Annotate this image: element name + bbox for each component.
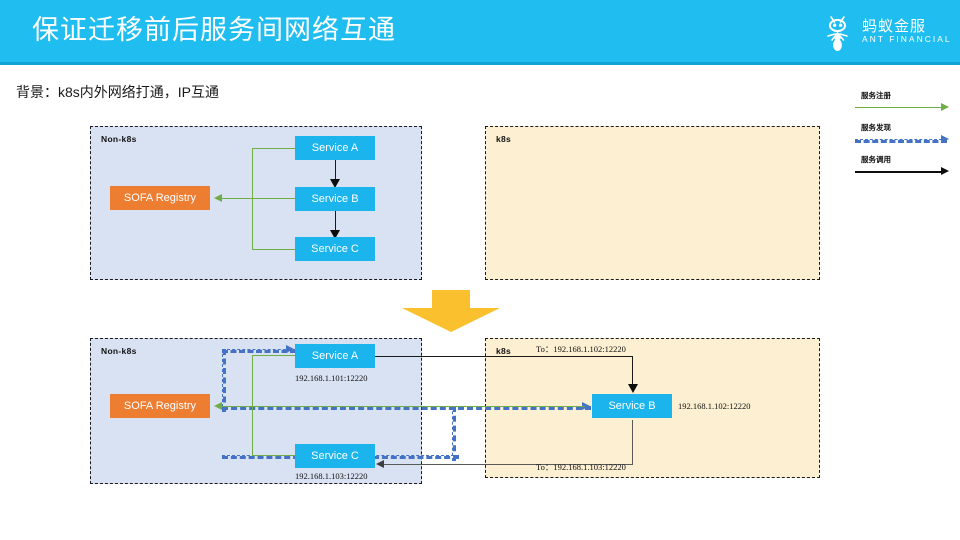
node-service-a-before[interactable]: Service A: [295, 136, 375, 160]
page-header: 保证迁移前后服务间网络互通 蚂蚁金服 ANT FINANCIAL: [0, 0, 960, 62]
register-arrowhead-to-registry-after: [214, 401, 222, 410]
legend-label-service-call: 服务调用: [861, 155, 891, 164]
logo-text-cn: 蚂蚁金服: [862, 18, 927, 35]
node-label: Service B: [311, 193, 359, 205]
subtitle-background-note: 背景：k8s内外网络打通，IP互通: [16, 84, 220, 100]
ant-icon: [827, 16, 848, 51]
discovery-line-to-service-a: [222, 349, 296, 353]
legend-arrowhead-black: [941, 166, 949, 175]
node-label: Service A: [311, 142, 359, 154]
panel-label-k8s-before: k8s: [496, 134, 512, 144]
discovery-arrowhead-service-a: [286, 344, 294, 353]
register-line-vertical-after: [252, 355, 253, 455]
address-service-c: 192.168.1.103:12220: [295, 471, 368, 481]
legend-item-service-discovery: 服务发现: [855, 122, 955, 150]
register-line-c-bottom: [252, 249, 296, 250]
node-service-c-before[interactable]: Service C: [295, 237, 375, 261]
node-service-b-after[interactable]: Service B: [592, 394, 672, 418]
header-underline: [0, 62, 960, 65]
legend-line-black: [855, 171, 941, 173]
node-service-c-after[interactable]: Service C: [295, 444, 375, 468]
legend-item-service-register: 服务注册: [855, 90, 955, 118]
call-line-a-to-b: [334, 160, 336, 181]
call-arrowhead-service-b: [627, 384, 638, 393]
panel-label-non-k8s-before: Non-k8s: [101, 134, 137, 144]
legend-arrowhead-blue: [941, 134, 949, 143]
legend-label-service-discovery: 服务发现: [861, 123, 891, 132]
panel-before-k8s: k8s: [485, 126, 820, 280]
node-sofa-registry-after[interactable]: SOFA Registry: [110, 394, 210, 418]
call-label-to-service-c: To：192.168.1.103:12220: [536, 462, 626, 472]
legend-line-blue-dashed: [855, 139, 947, 143]
register-arrowhead-to-registry: [214, 193, 222, 202]
node-label: Service B: [608, 400, 656, 412]
panel-label-non-k8s-after: Non-k8s: [101, 346, 137, 356]
call-arrowhead-a-to-b: [330, 179, 340, 188]
register-line-a-after: [252, 355, 296, 356]
discovery-line-vertical-right: [452, 406, 456, 461]
logo-text-en: ANT FINANCIAL: [862, 34, 952, 44]
call-line-a-to-b-after: [375, 356, 633, 357]
call-arrowhead-service-c: [376, 459, 384, 468]
register-line-a-top: [252, 148, 296, 149]
register-line-to-registry-after: [222, 406, 585, 407]
ant-financial-logo: 蚂蚁金服 ANT FINANCIAL: [822, 12, 950, 52]
call-arrowhead-b-to-c: [330, 230, 340, 239]
migration-down-arrow-icon: [402, 290, 500, 332]
call-line-b-to-c: [334, 211, 336, 232]
panel-label-k8s-after: k8s: [496, 346, 512, 356]
node-label: SOFA Registry: [123, 192, 197, 204]
node-label: Service C: [311, 450, 359, 462]
discovery-line-vertical-left: [222, 349, 226, 412]
node-label: Service C: [311, 243, 359, 255]
node-label: Service A: [311, 350, 359, 362]
call-line-down-to-b: [632, 356, 633, 386]
call-label-to-service-b: To：192.168.1.102:12220: [536, 344, 626, 354]
node-sofa-registry-before[interactable]: SOFA Registry: [110, 186, 210, 210]
legend-label-service-register: 服务注册: [861, 91, 891, 100]
address-service-a: 192.168.1.101:12220: [295, 373, 368, 383]
page-title: 保证迁移前后服务间网络互通: [32, 15, 396, 45]
register-line-b-to-registry: [222, 198, 296, 199]
address-service-b: 192.168.1.102:12220: [678, 401, 751, 411]
register-line-c-after: [252, 455, 296, 456]
legend-item-service-call: 服务调用: [855, 154, 955, 182]
discovery-arrowhead-service-b: [582, 401, 590, 410]
legend-arrowhead-green: [941, 102, 949, 111]
call-line-b-to-c-after: [384, 464, 633, 465]
node-service-b-before[interactable]: Service B: [295, 187, 375, 211]
call-line-b-down: [632, 420, 633, 465]
legend: 服务注册 服务发现 服务调用: [855, 90, 955, 182]
legend-line-green: [855, 107, 941, 108]
node-service-a-after[interactable]: Service A: [295, 344, 375, 368]
node-label: SOFA Registry: [123, 400, 197, 412]
